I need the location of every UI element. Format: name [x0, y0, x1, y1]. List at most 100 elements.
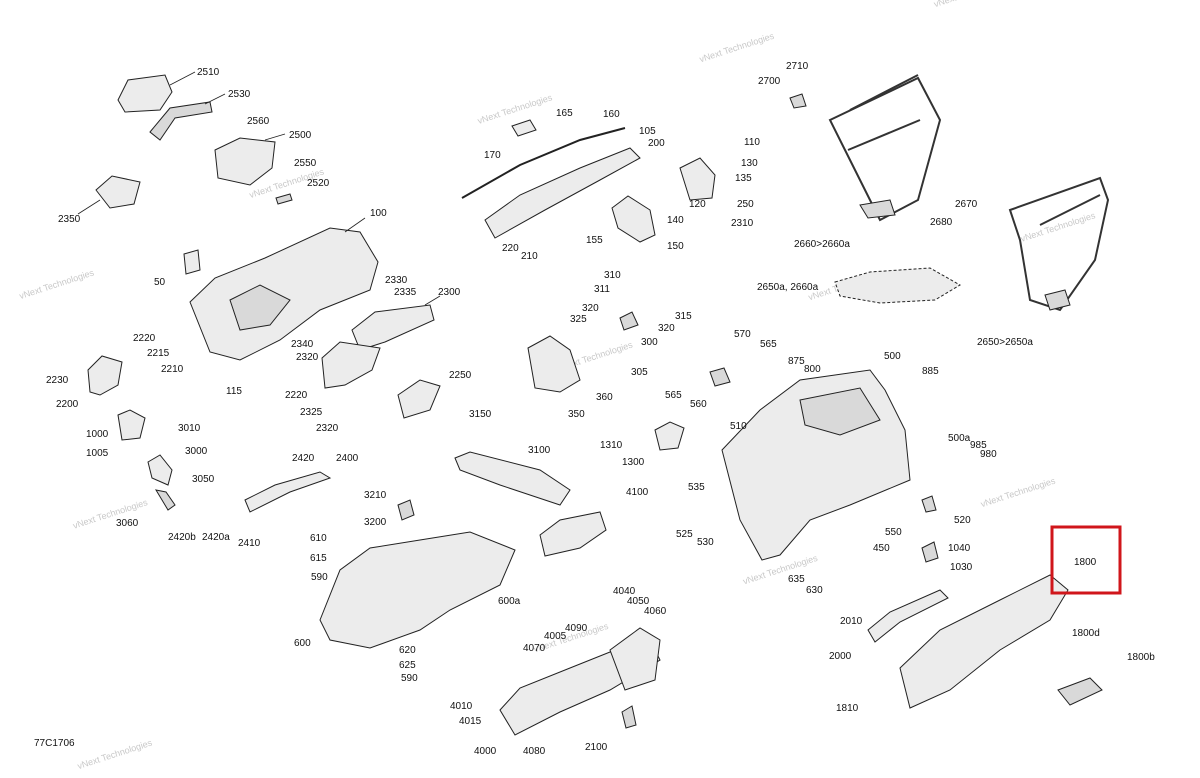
- label-4080: 4080: [523, 746, 546, 757]
- label-525: 525: [676, 529, 693, 540]
- label-2510: 2510: [197, 67, 220, 78]
- label-2200: 2200: [56, 399, 79, 410]
- label-570: 570: [734, 329, 751, 340]
- label-310: 310: [604, 270, 621, 281]
- part-2000: [867, 589, 949, 643]
- label-2340: 2340: [291, 339, 314, 350]
- label-2335: 2335: [394, 287, 417, 298]
- label-1310: 1310: [600, 440, 623, 451]
- label-4015: 4015: [459, 716, 482, 727]
- label-2325: 2325: [300, 407, 323, 418]
- part-140: [611, 195, 656, 243]
- label-1000: 1000: [86, 429, 109, 440]
- part-2650: [1008, 176, 1110, 312]
- label-320a: 320: [582, 303, 599, 314]
- label-2000: 2000: [829, 651, 852, 662]
- label-155: 155: [586, 235, 603, 246]
- label-600: 600: [294, 638, 311, 649]
- label-2230: 2230: [46, 375, 69, 386]
- part-labels: 2510 2530 2560 2500 2550 2520 2350 100 5…: [34, 61, 1155, 757]
- label-520: 520: [954, 515, 971, 526]
- label-2710: 2710: [786, 61, 809, 72]
- label-250: 250: [737, 199, 754, 210]
- label-1810: 1810: [836, 703, 859, 714]
- label-565b: 565: [665, 390, 682, 401]
- part-4060: [609, 627, 661, 691]
- label-210: 210: [521, 251, 538, 262]
- label-2550: 2550: [294, 158, 317, 169]
- part-2660: [828, 74, 942, 222]
- label-4090: 4090: [565, 623, 588, 634]
- label-160: 160: [603, 109, 620, 120]
- part-500: [721, 369, 911, 561]
- part-170: [461, 127, 626, 199]
- label-1800: 1800: [1074, 557, 1097, 568]
- label-885: 885: [922, 366, 939, 377]
- part-2300: [351, 295, 441, 351]
- label-130: 130: [741, 158, 758, 169]
- label-2250: 2250: [449, 370, 472, 381]
- label-2500: 2500: [289, 130, 312, 141]
- part-3100: [454, 451, 571, 506]
- label-980: 980: [980, 449, 997, 460]
- label-4060: 4060: [644, 606, 667, 617]
- part-2100: [621, 705, 637, 729]
- part-2200: [87, 355, 123, 396]
- label-3010: 3010: [178, 423, 201, 434]
- label-630: 630: [806, 585, 823, 596]
- label-2650: 2650>2650a: [977, 337, 1033, 348]
- label-4040: 4040: [613, 586, 636, 597]
- label-615: 615: [310, 553, 327, 564]
- label-3150: 3150: [469, 409, 492, 420]
- label-500: 500: [884, 351, 901, 362]
- part-1800: [899, 574, 1069, 709]
- label-2320b: 2320: [316, 423, 339, 434]
- label-140: 140: [667, 215, 684, 226]
- label-4010: 4010: [450, 701, 473, 712]
- label-120: 120: [689, 199, 706, 210]
- label-170: 170: [484, 150, 501, 161]
- label-360: 360: [596, 392, 613, 403]
- part-520: [921, 495, 937, 513]
- label-165: 165: [556, 108, 573, 119]
- label-305: 305: [631, 367, 648, 378]
- part-1300: [654, 421, 685, 451]
- part-2250: [397, 379, 441, 419]
- label-3100: 3100: [528, 445, 551, 456]
- part-350: [527, 335, 581, 393]
- part-560: [709, 367, 731, 387]
- label-150: 150: [667, 241, 684, 252]
- label-135: 135: [735, 173, 752, 184]
- label-4000: 4000: [474, 746, 497, 757]
- label-2330: 2330: [385, 275, 408, 286]
- label-550: 550: [885, 527, 902, 538]
- part-2350: [77, 175, 141, 215]
- label-1800d: 1800d: [1072, 628, 1100, 639]
- label-325: 325: [570, 314, 587, 325]
- label-311: 311: [594, 284, 610, 295]
- label-800: 800: [804, 364, 821, 375]
- part-50: [183, 249, 201, 275]
- label-3060: 3060: [116, 518, 139, 529]
- part-200: [484, 147, 641, 239]
- label-50: 50: [154, 277, 166, 288]
- part-2700: [789, 93, 807, 109]
- label-625: 625: [399, 660, 416, 671]
- label-350: 350: [568, 409, 585, 420]
- part-2510: [117, 71, 196, 113]
- label-600a: 600a: [498, 596, 521, 607]
- label-2310: 2310: [731, 218, 754, 229]
- label-2400: 2400: [336, 453, 359, 464]
- label-2410: 2410: [238, 538, 261, 549]
- part-2320: [321, 341, 381, 389]
- label-2700: 2700: [758, 76, 781, 87]
- diagram-code: 77C1706: [34, 738, 75, 749]
- watermark: vNext Technologies: [18, 267, 96, 301]
- label-2660: 2660>2660a: [794, 239, 850, 250]
- label-2520: 2520: [307, 178, 330, 189]
- part-300: [619, 311, 639, 331]
- label-2420b: 2420b: [168, 532, 196, 543]
- label-3050: 3050: [192, 474, 215, 485]
- label-4070: 4070: [523, 643, 546, 654]
